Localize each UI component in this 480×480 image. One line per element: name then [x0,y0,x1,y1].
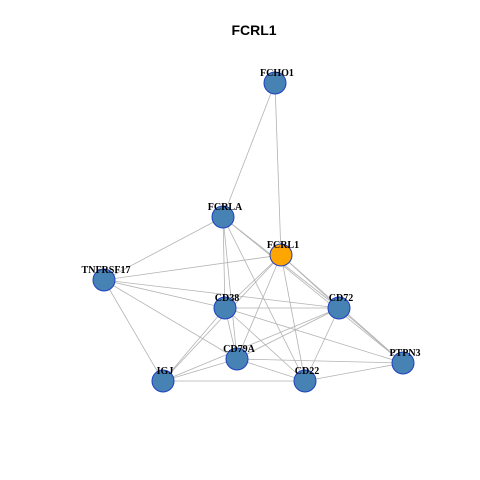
edge-cd79a-ptpn3 [236,358,404,364]
node-label: FCRL1 [267,240,299,251]
edge-cd79a-cd22 [236,358,306,382]
edge-fcho1-fcrla [222,82,276,218]
edge-cd72-cd79a [236,307,340,360]
edge-cd22-ptpn3 [304,362,404,382]
edge-cd38-igj [162,307,226,382]
node-igj[interactable]: IGJ [151,366,175,393]
node-cd79a[interactable]: CD79A [223,344,256,371]
node-label: PTPN3 [389,348,420,359]
node-fcho1[interactable]: FCHO1 [260,68,294,95]
node-label: CD72 [329,293,353,304]
edge-tnfrsf17-igj [103,279,164,382]
edge-fcrl1-cd22 [280,254,306,382]
edge-fcho1-fcrl1 [274,82,282,256]
edge-fcrl1-tnfrsf17 [103,254,282,281]
node-label: TNFRSF17 [82,265,131,276]
node-circle[interactable] [293,369,317,393]
edge-tnfrsf17-cd38 [103,279,226,309]
edge-cd38-cd22 [224,307,306,382]
node-circle[interactable] [391,351,415,375]
edge-fcrla-tnfrsf17 [103,216,224,281]
node-ptpn3[interactable]: PTPN3 [389,348,421,375]
edge-layer [103,82,404,382]
edge-fcrla-cd79a [222,216,238,360]
node-cd22[interactable]: CD22 [293,366,319,393]
edge-cd72-cd22 [304,307,340,382]
diagram-title: FCRL1 [231,22,276,38]
edge-fcrla-cd38 [222,216,226,309]
edge-fcrl1-cd79a [236,254,282,360]
node-circle[interactable] [327,296,351,320]
node-label: CD79A [223,344,255,355]
node-label: CD22 [295,366,319,377]
node-circle[interactable] [225,347,249,371]
node-circle[interactable] [211,205,235,229]
node-label: FCRLA [208,202,243,213]
node-circle[interactable] [263,71,287,95]
edge-cd72-ptpn3 [338,307,404,364]
node-label: CD38 [215,293,239,304]
edge-tnfrsf17-cd79a [103,279,238,360]
node-circle[interactable] [269,243,293,267]
edge-cd72-igj [162,307,340,382]
node-cd38[interactable]: CD38 [213,293,239,320]
node-circle[interactable] [213,296,237,320]
node-label: FCHO1 [260,68,294,79]
node-tnfrsf17[interactable]: TNFRSF17 [82,265,131,292]
edge-fcrl1-cd38 [224,254,282,309]
node-circle[interactable] [92,268,116,292]
edge-cd38-ptpn3 [224,307,404,364]
node-fcrla[interactable]: FCRLA [208,202,243,229]
edge-tnfrsf17-cd72 [103,279,340,309]
node-fcrl1[interactable]: FCRL1 [267,240,299,267]
node-label: IGJ [157,366,174,377]
edge-fcrla-ptpn3 [222,216,404,364]
node-cd72[interactable]: CD72 [327,293,353,320]
node-circle[interactable] [151,369,175,393]
edge-cd79a-igj [162,358,238,382]
